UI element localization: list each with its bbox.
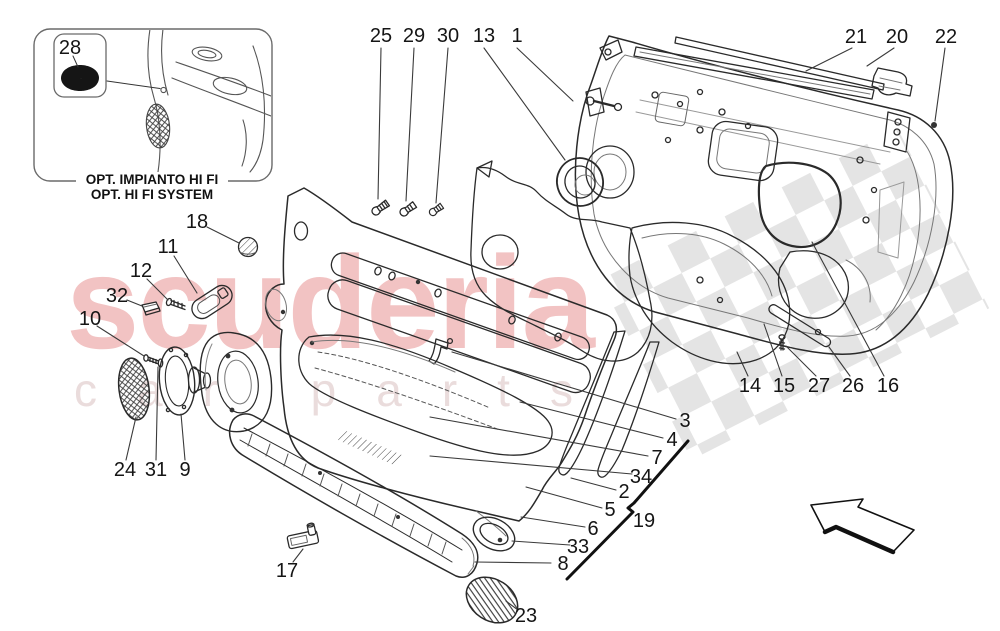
speaker-assembly-drawing <box>117 331 273 433</box>
callout-15: 15 <box>772 375 796 397</box>
callout-20: 20 <box>885 26 909 48</box>
handle-bezel-11 <box>191 284 233 320</box>
callout-23: 23 <box>514 605 538 627</box>
speaker-grille-icon <box>61 65 99 91</box>
callout-6: 6 <box>587 518 599 540</box>
direction-arrow <box>810 498 915 555</box>
callout-2: 2 <box>618 481 630 503</box>
callout-29: 29 <box>402 25 426 47</box>
checkered-flag-watermark <box>599 128 990 460</box>
speaker-grille-23 <box>465 576 519 624</box>
callout-11: 11 <box>157 236 179 258</box>
door-frame-drawing <box>574 35 954 355</box>
screw-12 <box>165 297 186 311</box>
callout-25: 25 <box>369 25 393 47</box>
callout-3: 3 <box>679 410 691 432</box>
option-box-line1: OPT. IMPIANTO HI FI <box>86 172 219 187</box>
callout-24: 24 <box>113 459 137 481</box>
sound-deadening-panels-drawing <box>470 157 832 478</box>
leader-lines <box>96 47 946 611</box>
callout-28: 28 <box>58 37 82 59</box>
callout-12: 12 <box>129 260 153 282</box>
callout-33: 33 <box>566 536 590 558</box>
callout-34: 34 <box>629 466 653 488</box>
tagline-watermark: car parts <box>74 364 613 416</box>
callout-30: 30 <box>436 25 460 47</box>
callout-19: 19 <box>632 510 656 532</box>
callout-5: 5 <box>604 499 616 521</box>
cap-18 <box>237 236 259 258</box>
speaker-enclosure-drawing <box>199 331 273 433</box>
callout-21: 21 <box>844 26 868 48</box>
callout-31: 31 <box>144 459 168 481</box>
handle-small-parts-drawing <box>141 236 259 320</box>
clip-32 <box>141 301 161 316</box>
callout-4: 4 <box>666 429 678 451</box>
callout-10: 10 <box>78 308 102 330</box>
door-trim-panel-drawing <box>264 187 618 537</box>
callout-1: 1 <box>511 25 523 47</box>
callout-26: 26 <box>841 375 865 397</box>
callout-18: 18 <box>185 211 209 233</box>
callout-8: 8 <box>557 553 569 575</box>
callout-17: 17 <box>275 560 299 582</box>
brand-watermark: scuderia <box>66 229 597 376</box>
callout-9: 9 <box>179 459 191 481</box>
callout-27: 27 <box>807 375 831 397</box>
callout-7: 7 <box>651 447 663 469</box>
clip-17 <box>286 522 320 550</box>
speaker-grille-24 <box>117 357 151 421</box>
option-box-line2: OPT. HI FI SYSTEM <box>91 187 213 202</box>
callout-14: 14 <box>738 375 762 397</box>
hifi-option-box <box>33 28 273 188</box>
callout-13: 13 <box>472 25 496 47</box>
lower-trim-pocket-drawing <box>228 413 516 578</box>
speaker-ring-9 <box>158 346 212 416</box>
door-interior-sketch <box>145 30 271 173</box>
group-bracket-19 <box>565 439 690 581</box>
callout-16: 16 <box>876 375 900 397</box>
screw-27 <box>778 334 786 351</box>
callout-32: 32 <box>105 285 129 307</box>
callout-22: 22 <box>934 26 958 48</box>
screws-25-29-30 <box>371 199 445 217</box>
